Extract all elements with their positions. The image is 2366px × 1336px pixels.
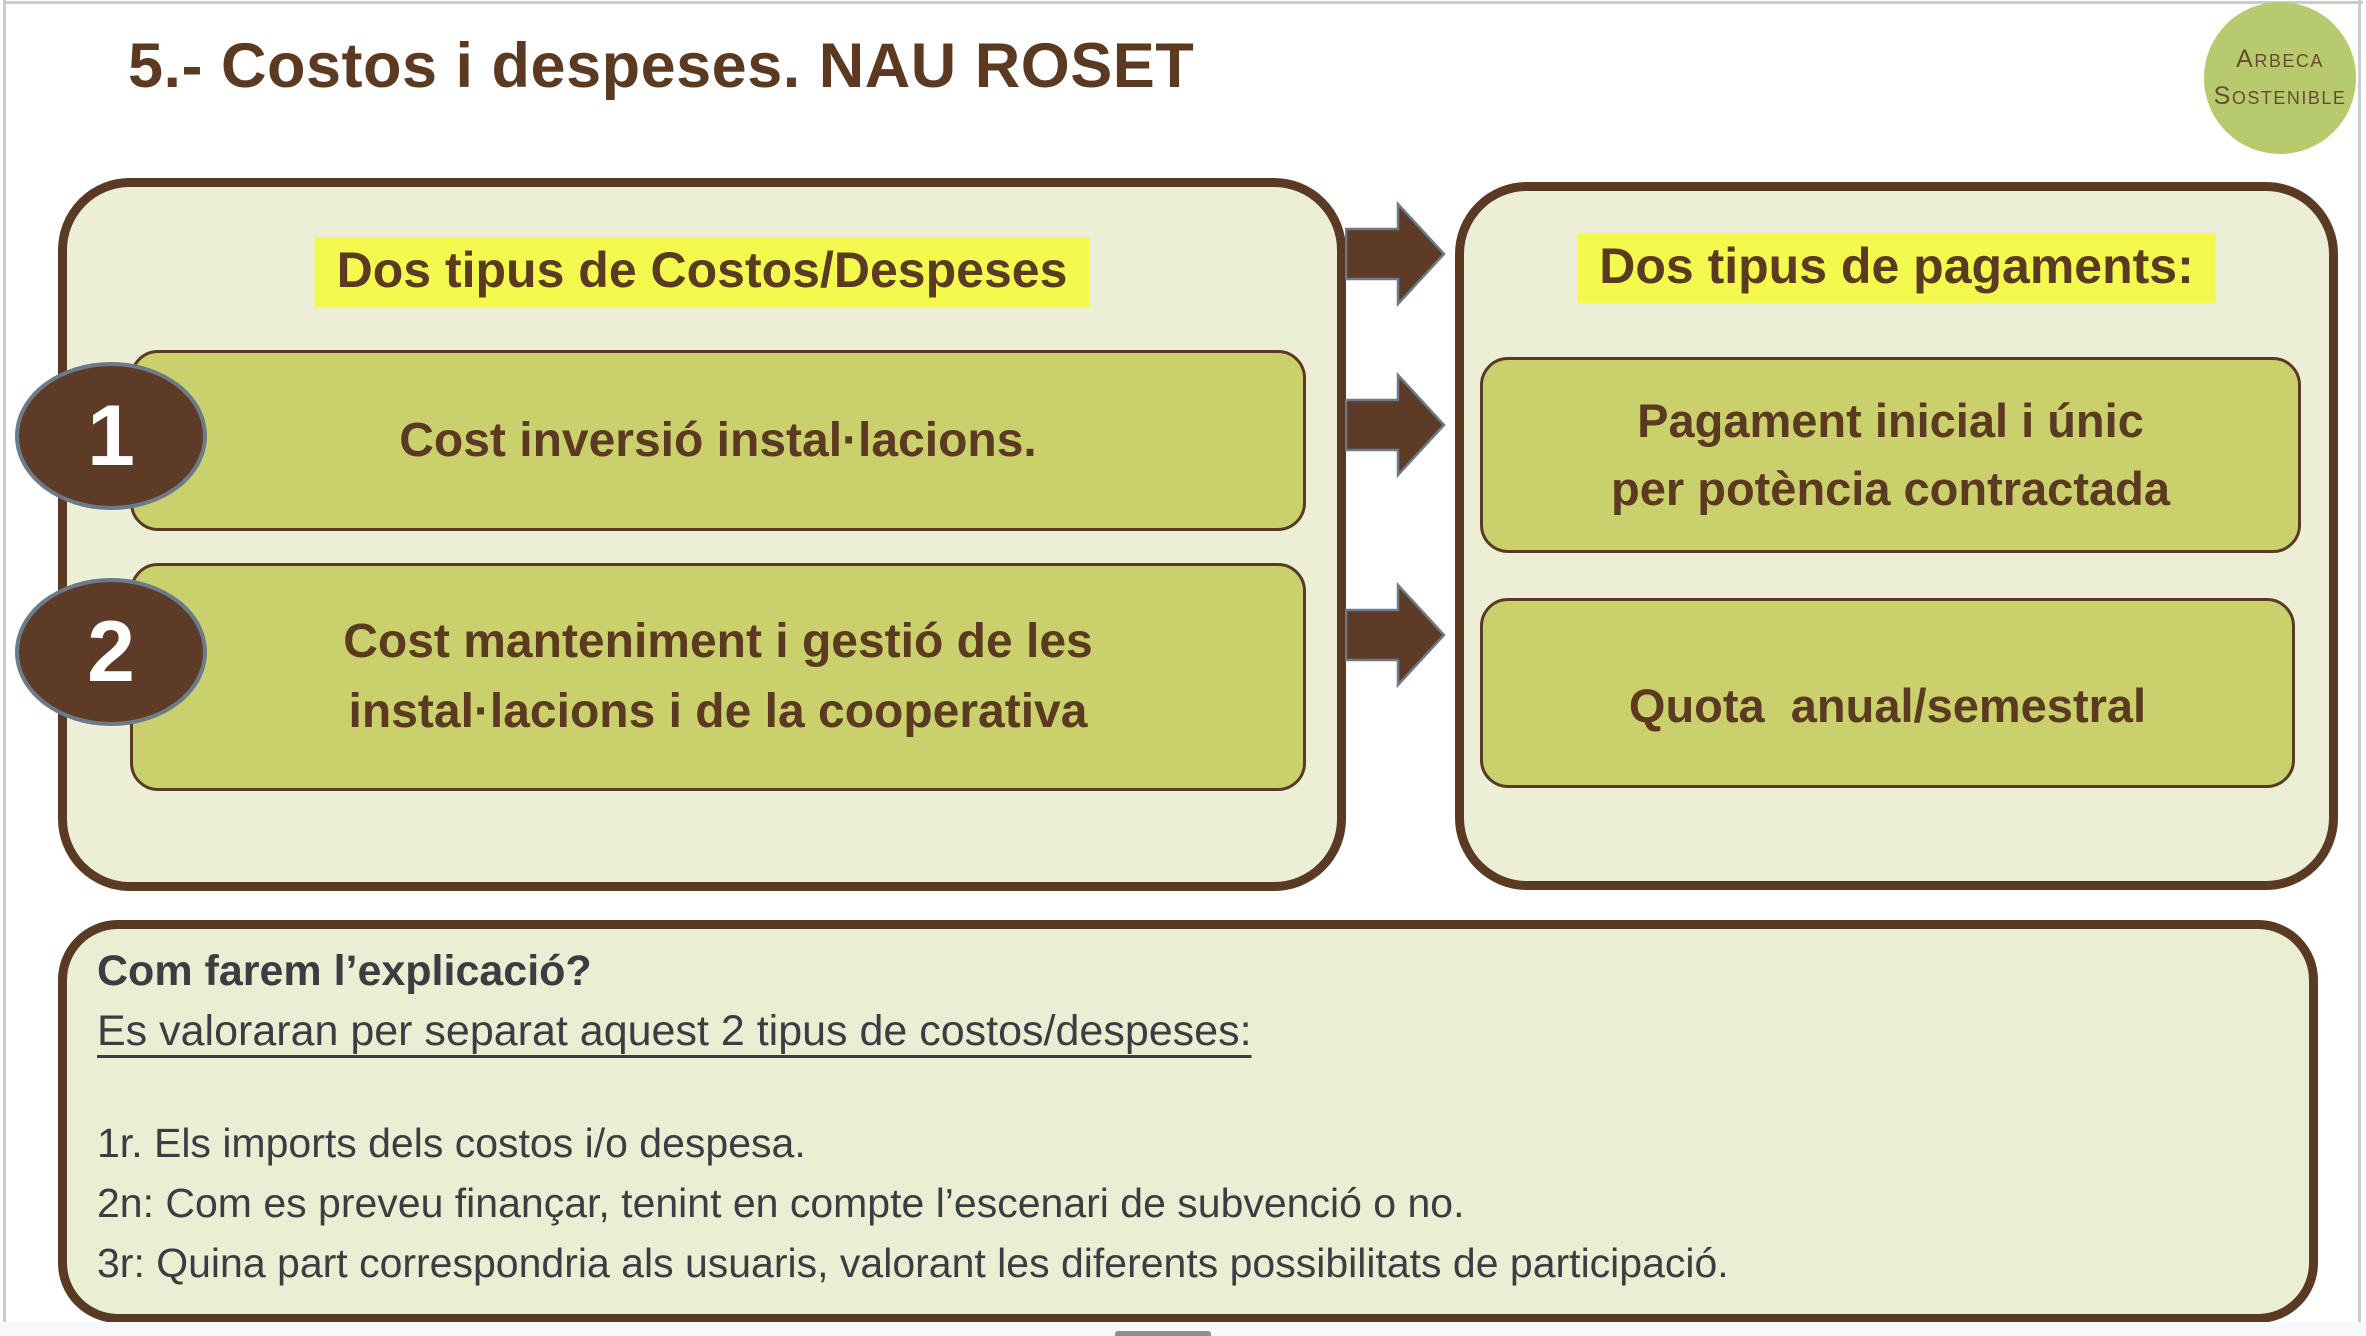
payment-box-quota-label: Quota anual/semestral xyxy=(1628,678,2147,732)
slide-edge-top xyxy=(3,1,2363,4)
cost-box-investment: Cost inversió instal·lacions. xyxy=(130,350,1306,531)
horizontal-scrollbar-thumb[interactable] xyxy=(1115,1331,1211,1336)
costs-panel: Dos tipus de Costos/Despeses Cost invers… xyxy=(58,178,1346,891)
logo-text-line2: Sostenible xyxy=(2213,82,2347,110)
payments-panel: Dos tipus de pagaments: Pagament inicial… xyxy=(1455,182,2338,890)
explanation-panel: Com farem l’explicació? Es valoraran per… xyxy=(58,920,2318,1323)
payment-box-initial-label: Pagament inicial i únic per potència con… xyxy=(1611,393,2170,515)
explanation-heading: Com farem l’explicació? xyxy=(97,947,592,995)
explanation-text: Com farem l’explicació? Es valoraran per… xyxy=(97,941,2289,1293)
spacer xyxy=(97,1061,2289,1113)
explanation-step-2: 2n: Com es preveu finançar, tenint en co… xyxy=(97,1180,1465,1226)
costs-panel-header: Dos tipus de Costos/Despeses xyxy=(314,237,1090,307)
arrow-right-icon xyxy=(1345,582,1446,688)
slide-title: 5.- Costos i despeses. NAU ROSET xyxy=(128,31,1195,101)
logo-text-line1: Arbeca xyxy=(2236,45,2324,73)
explanation-subheading: Es valoraran per separat aquest 2 tipus … xyxy=(97,1007,1252,1055)
slide-edge-right xyxy=(2358,0,2361,1322)
explanation-step-1: 1r. Els imports dels costos i/o despesa. xyxy=(97,1120,806,1166)
cost-box-maintenance-label: Cost manteniment i gestió de les instal·… xyxy=(343,615,1093,738)
cost-box-maintenance: Cost manteniment i gestió de les instal·… xyxy=(130,563,1306,791)
payment-box-initial: Pagament inicial i únic per potència con… xyxy=(1480,357,2301,553)
number-badge-2-label: 2 xyxy=(87,603,135,700)
payments-panel-header: Dos tipus de pagaments: xyxy=(1577,233,2216,303)
slide-edge-left xyxy=(3,0,6,1322)
payment-box-quota: Quota anual/semestral xyxy=(1480,598,2295,788)
arrow-right-icon xyxy=(1345,372,1446,478)
number-badge-2: 2 xyxy=(15,578,207,726)
explanation-step-3: 3r: Quina part correspondria als usuaris… xyxy=(97,1240,1729,1286)
arbeca-sostenible-logo: Arbeca Sostenible xyxy=(2204,2,2356,154)
number-badge-1: 1 xyxy=(15,362,207,510)
arrow-right-icon xyxy=(1345,201,1446,307)
cost-box-investment-label: Cost inversió instal·lacions. xyxy=(399,413,1037,467)
number-badge-1-label: 1 xyxy=(87,387,135,484)
bottom-strip xyxy=(0,1322,2366,1336)
